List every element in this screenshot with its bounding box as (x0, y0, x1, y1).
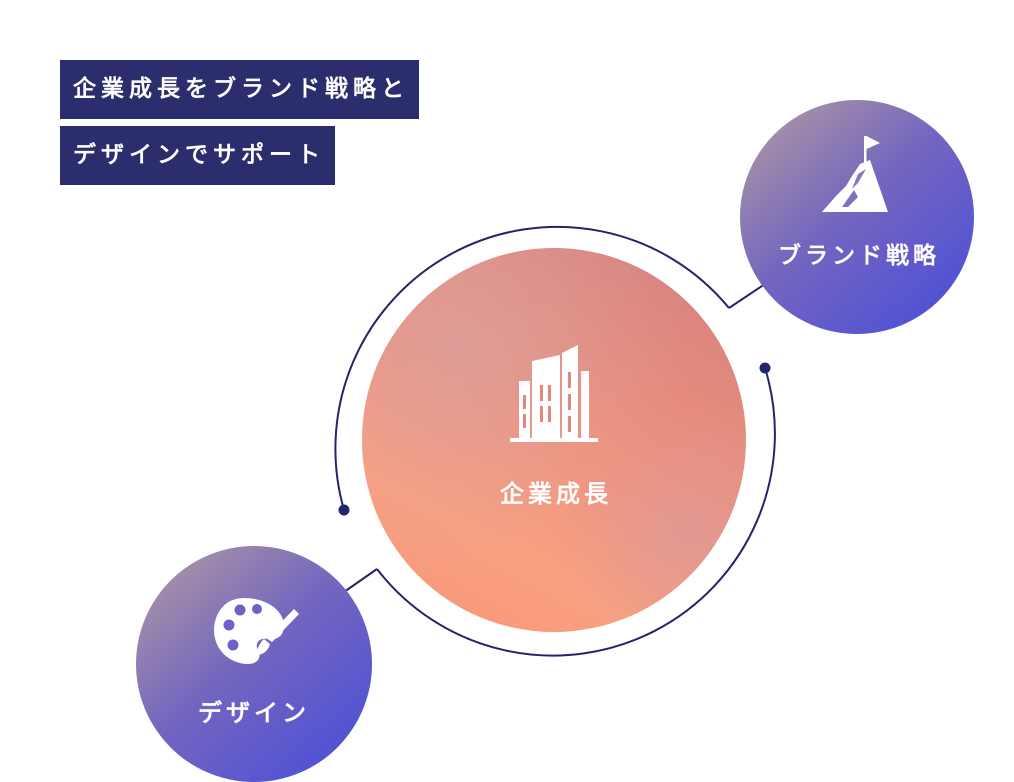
headline: 企業成長をブランド戦略と デザインでサポート (60, 60, 419, 185)
design-node-label: デザイン (198, 699, 310, 727)
mountain-flag-icon (822, 136, 888, 212)
building-icon (510, 345, 598, 442)
center-node-label: 企業成長 (500, 480, 612, 508)
orbit-ring-lower (376, 367, 776, 657)
brand-node-label: ブランド戦略 (778, 243, 940, 269)
orbit-ring-upper (334, 225, 730, 511)
headline-line-2: デザインでサポート (60, 126, 335, 185)
brand-node (740, 100, 974, 334)
headline-line-1: 企業成長をブランド戦略と (60, 60, 419, 119)
design-node (136, 546, 372, 782)
orbit-dot-left (338, 504, 350, 516)
palette-brush-icon (214, 598, 299, 664)
connector-brand (728, 283, 766, 309)
connector-design (343, 568, 378, 593)
orbit-dot-right (759, 362, 771, 374)
